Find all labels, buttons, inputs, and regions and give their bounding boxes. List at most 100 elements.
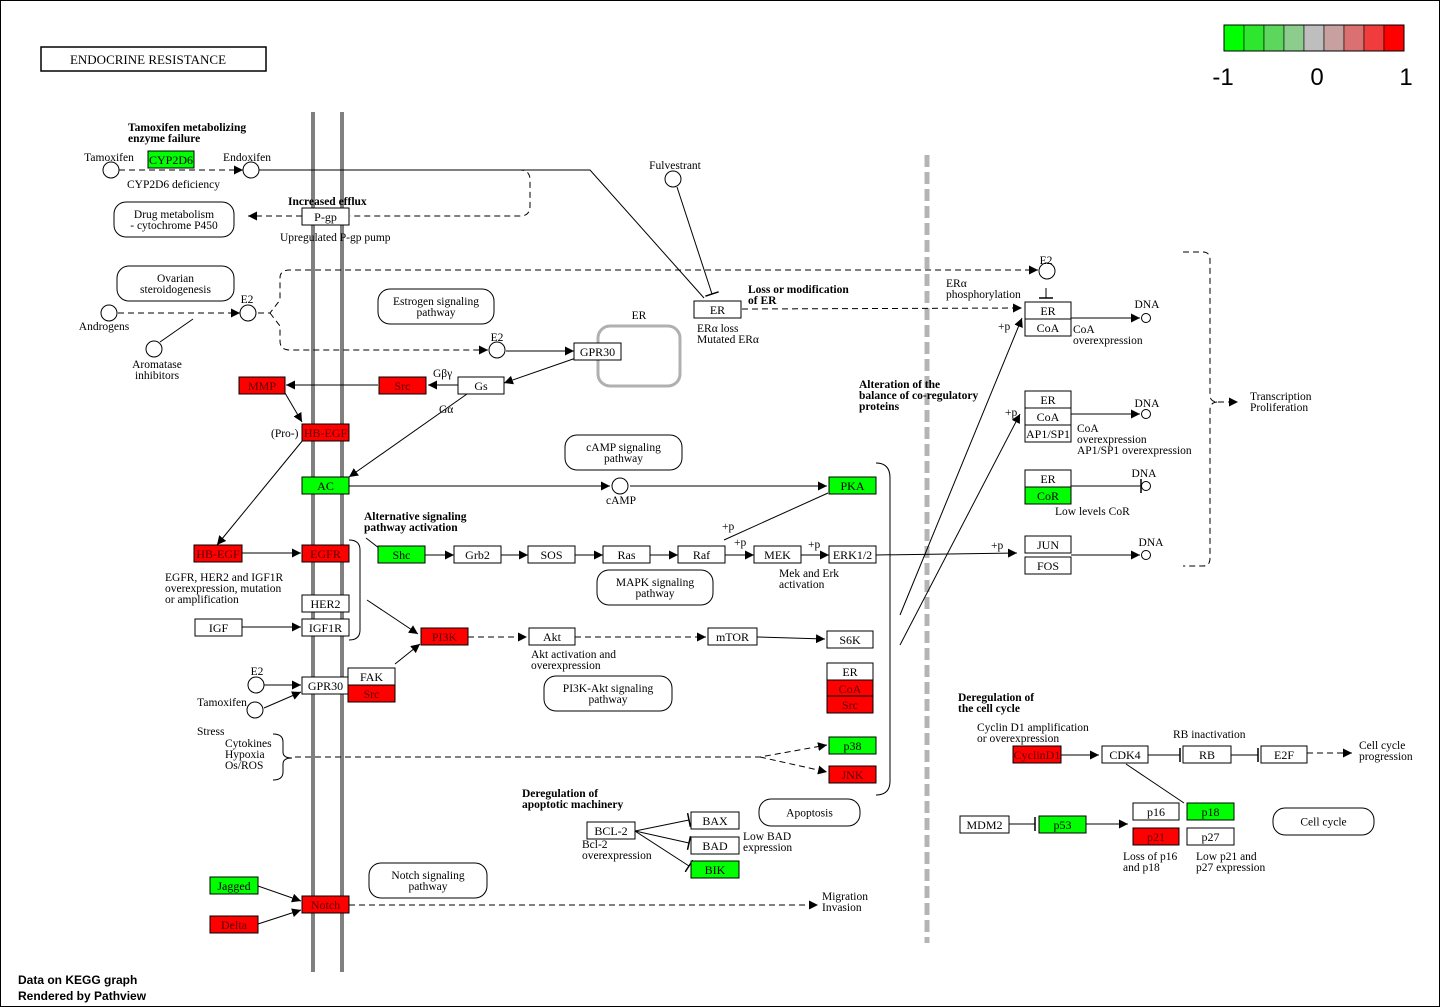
gene-node-er[interactable]: ER [693, 300, 742, 319]
gene-node-jagged[interactable]: Jagged [209, 876, 259, 895]
gene-node-egfr[interactable]: EGFR [301, 544, 350, 563]
gene-node-coa[interactable]: CoA [826, 679, 874, 698]
annotation-text: apoptotic machinery [522, 799, 624, 811]
compound-dna[interactable]: DNA [1135, 299, 1161, 323]
gene-node-mtor[interactable]: mTOR [707, 627, 758, 646]
gene-node-notch[interactable]: Notch [301, 895, 350, 914]
compound-dna[interactable]: DNA [1139, 537, 1165, 560]
gene-node-coa[interactable]: CoA [1024, 407, 1072, 426]
gene-node-p21[interactable]: p21 [1132, 827, 1180, 846]
gene-node-fos[interactable]: FOS [1024, 556, 1072, 575]
map-link-label: pathway [589, 694, 628, 706]
gene-node-grb2[interactable]: Grb2 [453, 545, 502, 564]
compound-e2[interactable]: E2 [488, 332, 506, 359]
gene-node-igf[interactable]: IGF [194, 618, 243, 637]
gene-node-box [194, 618, 243, 637]
gene-node-e2f[interactable]: E2F [1260, 745, 1308, 764]
scale-label-min: -1 [1212, 64, 1233, 91]
gene-node-bax[interactable]: BAX [690, 811, 740, 830]
gene-node-jnk[interactable]: JNK [828, 765, 877, 784]
compound-e2[interactable]: E2 [239, 294, 257, 322]
gene-node-hb-egf[interactable]: HB-EGF [301, 423, 350, 442]
map-link-drug-metabolism-cytochrome-p450[interactable]: Drug metabolism- cytochrome P450 [113, 201, 235, 238]
compound-dna[interactable]: DNA [1135, 398, 1161, 419]
gene-node-box [1024, 556, 1072, 575]
annotation-text: or overexpression [977, 733, 1059, 745]
compound-e2[interactable]: E2 [247, 666, 265, 694]
gene-node-s6k[interactable]: S6K [826, 630, 874, 649]
gene-node-bik[interactable]: BIK [690, 860, 740, 879]
gene-node-er[interactable]: ER [1024, 390, 1072, 409]
map-link-box [758, 798, 861, 827]
gene-node-p27[interactable]: p27 [1186, 827, 1235, 846]
compound-fulvestrant[interactable]: Fulvestrant [649, 160, 702, 188]
gene-node-igf1r[interactable]: IGF1R [301, 618, 350, 637]
gene-node-er[interactable]: ER [826, 662, 874, 681]
gene-node-coa[interactable]: CoA [1024, 318, 1072, 337]
annotation-text: +p [808, 539, 820, 551]
map-link-cell-cycle[interactable]: Cell cycle [1272, 807, 1375, 836]
gene-node-er[interactable]: ER [1024, 301, 1072, 320]
gene-node-ras[interactable]: Ras [602, 545, 651, 564]
gene-node-label: Delta [221, 918, 248, 932]
gene-node-pka[interactable]: PKA [828, 476, 877, 495]
gene-node-fak[interactable]: FAK [347, 667, 396, 686]
gene-node-p18[interactable]: p18 [1186, 802, 1235, 821]
gene-node-jun[interactable]: JUN [1024, 535, 1072, 554]
gene-node-rb[interactable]: RB [1182, 745, 1232, 764]
gene-node-src[interactable]: Src [347, 684, 396, 703]
gene-node-gs[interactable]: Gs [457, 376, 505, 395]
gene-node-ac[interactable]: AC [301, 476, 350, 495]
gene-node-mek[interactable]: MEK [753, 545, 802, 564]
gene-node-her2[interactable]: HER2 [301, 594, 350, 613]
gene-node-p38[interactable]: p38 [828, 736, 877, 755]
gene-node-src[interactable]: Src [826, 695, 874, 714]
gene-node-raf[interactable]: Raf [677, 545, 726, 564]
map-link-box [377, 288, 495, 325]
gene-node-cdk4[interactable]: CDK4 [1101, 745, 1149, 764]
gene-node-cyp2d6[interactable]: CYP2D6 [147, 150, 195, 169]
gene-node-shc[interactable]: Shc [377, 545, 426, 564]
gene-node-gpr30[interactable]: GPR30 [301, 676, 350, 695]
gene-node-akt[interactable]: Akt [528, 627, 576, 646]
gene-node-hb-egf[interactable]: HB-EGF [193, 544, 243, 563]
gene-node-p53[interactable]: p53 [1038, 815, 1087, 834]
gene-node-box [828, 765, 877, 784]
gene-node-cyclind1[interactable]: CyclinD1 [1012, 745, 1062, 764]
gene-node-pi3k[interactable]: PI3K [420, 627, 469, 646]
gene-node-delta[interactable]: Delta [209, 915, 259, 934]
compound-androgens[interactable]: Androgens [79, 304, 130, 333]
compound-e2[interactable]: E2 [1038, 255, 1056, 280]
gene-node-bcl-2[interactable]: BCL-2 [586, 821, 636, 840]
gene-node-gpr30[interactable]: GPR30 [573, 342, 622, 361]
gene-node-src[interactable]: Src [378, 376, 427, 395]
gene-node-sos[interactable]: SOS [527, 545, 576, 564]
gene-node-cor[interactable]: CoR [1024, 486, 1072, 505]
compound-circle [611, 477, 629, 495]
compound-endoxifen[interactable]: Endoxifen [223, 152, 271, 179]
compound-tamoxifen[interactable]: Tamoxifen [84, 152, 134, 179]
gene-node-p16[interactable]: p16 [1132, 802, 1180, 821]
gene-node-ap1-sp1[interactable]: AP1/SP1 [1024, 424, 1072, 443]
compound-camp[interactable]: cAMP [606, 477, 636, 507]
gene-node-bad[interactable]: BAD [690, 836, 740, 855]
gene-node-label: HB-EGF [196, 547, 240, 561]
compound-tamoxifen[interactable]: Tamoxifen [197, 697, 264, 719]
compound-dna[interactable]: DNA [1132, 468, 1158, 491]
gene-node-p-gp[interactable]: P-gp [301, 207, 350, 226]
gene-node-er[interactable]: ER [1024, 469, 1072, 488]
annotation-text: Cyclin D1 amplification [977, 722, 1089, 734]
map-link-apoptosis[interactable]: Apoptosis [758, 798, 861, 827]
gene-node-mmp[interactable]: MMP [238, 376, 286, 395]
gene-node-erk1-2[interactable]: ERK1/2 [828, 545, 877, 564]
gene-node-mdm2[interactable]: MDM2 [959, 815, 1010, 834]
